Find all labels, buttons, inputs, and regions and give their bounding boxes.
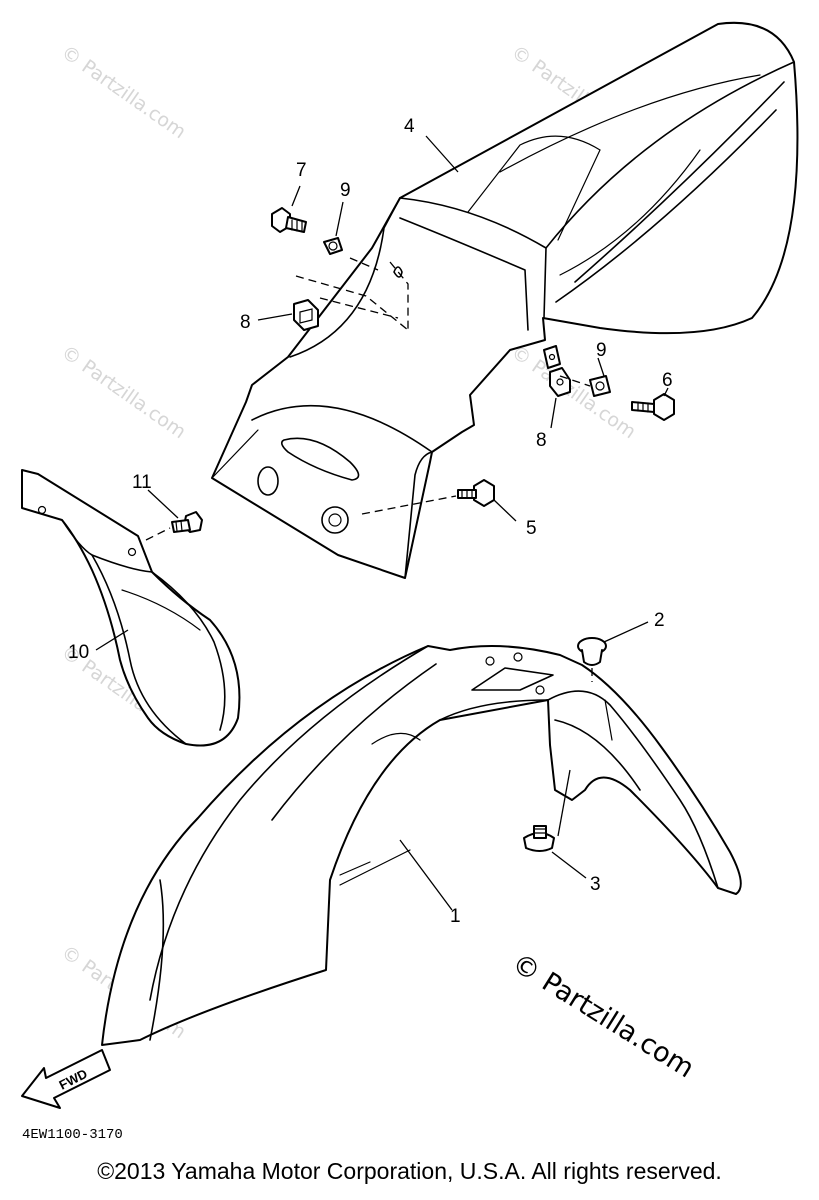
bolt-3 — [523, 825, 555, 852]
grommet-2 — [577, 637, 607, 666]
clip-8-lower — [549, 367, 571, 397]
watermark-small: © Partzilla.com — [57, 341, 190, 443]
callout-part-4: 4 — [404, 116, 415, 137]
callout-part-1: 1 — [450, 906, 461, 927]
clip-8-upper — [293, 299, 319, 331]
fasteners — [171, 207, 675, 852]
drawing-code: 4EW1100-3170 — [22, 1127, 123, 1143]
callout-part-3: 3 — [590, 874, 601, 895]
watermark-large: © Partzilla.com — [506, 948, 699, 1085]
forward-direction-arrow: FWD — [21, 1049, 111, 1109]
mud-guard — [21, 469, 241, 747]
watermark-small: © Partzilla.com — [507, 341, 640, 443]
callout-part-9-lower: 9 — [596, 340, 607, 361]
callout-part-2: 2 — [654, 610, 665, 631]
bolt-6 — [631, 393, 675, 421]
bolt-7 — [271, 207, 307, 233]
callout-part-6: 6 — [662, 370, 673, 391]
leader-lines — [95, 135, 669, 911]
collar-9-upper — [323, 237, 343, 255]
callout-part-9-upper: 9 — [340, 180, 351, 201]
callout-part-8-upper: 8 — [240, 312, 251, 333]
rear-fender — [211, 21, 799, 579]
callouts: 4 7 9 8 9 6 8 5 11 10 2 3 1 — [68, 116, 673, 927]
callout-part-10: 10 — [68, 642, 89, 663]
callout-part-5: 5 — [526, 518, 537, 539]
bolt-5 — [457, 479, 495, 507]
alignment-lines — [145, 257, 593, 682]
clip-on-fender — [543, 345, 561, 369]
callout-part-11: 11 — [132, 472, 152, 493]
collar-9-lower — [589, 375, 611, 397]
front-fender — [101, 645, 742, 1046]
bolt-11 — [171, 511, 203, 533]
callout-part-7: 7 — [296, 160, 307, 181]
watermark-small: © Partzilla.com — [57, 41, 190, 143]
callout-part-8-lower: 8 — [536, 430, 547, 451]
copyright-notice: ©2013 Yamaha Motor Corporation, U.S.A. A… — [97, 1158, 722, 1184]
